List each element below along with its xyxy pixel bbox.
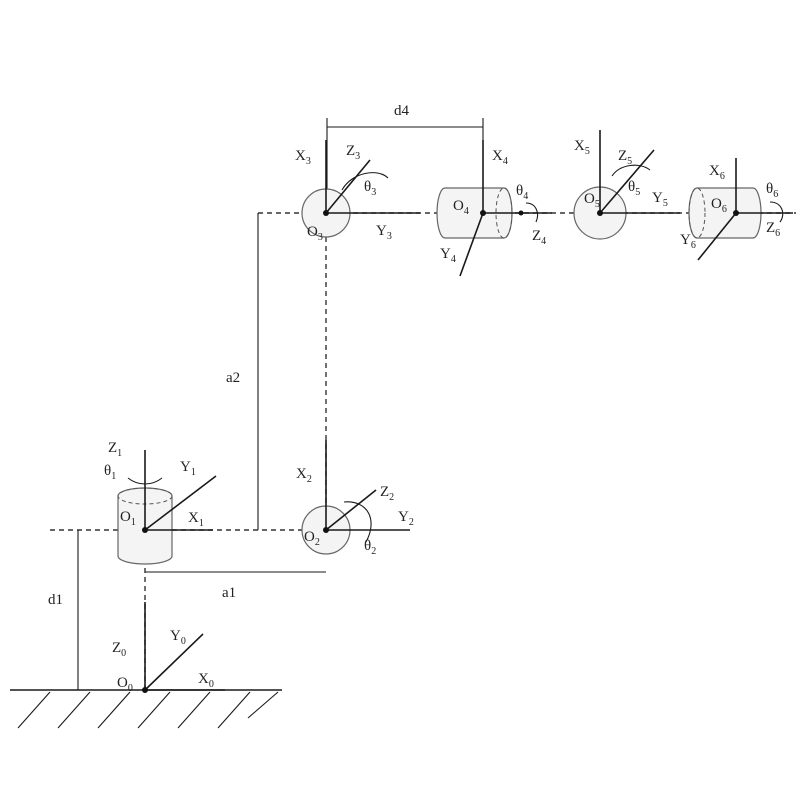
frame-3-z: Z3 xyxy=(346,143,360,162)
frame-4-origin: O4 xyxy=(453,198,469,217)
frame-3-origin: O3 xyxy=(307,224,323,243)
frame-5-z: Z5 xyxy=(618,148,632,167)
frame-5-theta: θ5 xyxy=(628,179,640,198)
frame-6: O6 X6 θ6 Z6 Y6 xyxy=(680,158,793,261)
dimension-d4-label: d4 xyxy=(394,103,410,119)
frame-0-z: Z0 xyxy=(112,640,126,659)
frame-4-y: Y4 xyxy=(440,246,456,265)
frame-6-y: Y6 xyxy=(680,232,696,251)
dimension-a2-label: a2 xyxy=(226,370,240,386)
dimension-a2: a2 xyxy=(226,212,300,530)
frame-0-y: Y0 xyxy=(170,628,186,647)
frame-2-y: Y2 xyxy=(398,509,414,528)
dimension-d1-label: d1 xyxy=(48,592,63,608)
ground xyxy=(10,689,282,729)
frame-2: O2 X2 Z2 Y2 θ2 xyxy=(296,440,414,557)
frame-1: O1 Z1 θ1 Y1 X1 xyxy=(104,440,217,565)
frame-5-x: X5 xyxy=(574,138,590,157)
frame-1-theta: θ1 xyxy=(104,463,116,482)
frame-6-z: Z6 xyxy=(766,220,780,239)
frame-2-theta: θ2 xyxy=(364,538,376,557)
frame-3: O3 X3 Z3 θ3 Y3 xyxy=(295,140,420,243)
frame-6-origin: O6 xyxy=(711,196,727,215)
frame-5: O5 X5 Z5 θ5 Y5 xyxy=(573,130,680,240)
frame-2-x: X2 xyxy=(296,466,312,485)
links xyxy=(144,212,796,690)
frame-6-theta: θ6 xyxy=(766,181,778,200)
frame-1-y: Y1 xyxy=(180,459,196,478)
frame-3-x: X3 xyxy=(295,148,311,167)
frame-4-theta: θ4 xyxy=(516,183,528,202)
frame-0-origin: O0 xyxy=(117,675,133,694)
dimension-a1-label: a1 xyxy=(222,585,236,601)
frame-5-origin: O5 xyxy=(584,191,600,210)
frame-2-origin: O2 xyxy=(304,529,320,548)
frame-2-z: Z2 xyxy=(380,484,394,503)
frame-1-z: Z1 xyxy=(108,440,122,459)
frame-4-z: Z4 xyxy=(532,228,546,247)
frame-3-theta: θ3 xyxy=(364,179,376,198)
dimension-d4: d4 xyxy=(326,103,484,210)
frame-4: O4 X4 θ4 Y4 Z4 xyxy=(436,140,552,277)
frame-0: O0 Z0 Y0 X0 xyxy=(112,602,225,694)
frame-5-y: Y5 xyxy=(652,190,668,209)
frame-1-x: X1 xyxy=(188,510,204,529)
dimension-d1: d1 xyxy=(48,529,118,690)
frame-6-x: X6 xyxy=(709,163,725,182)
frame-0-x: X0 xyxy=(198,671,214,690)
frame-1-origin: O1 xyxy=(120,509,136,528)
dimension-a1: a1 xyxy=(145,571,326,601)
frame-3-y: Y3 xyxy=(376,223,392,242)
frame-4-x: X4 xyxy=(492,148,508,167)
